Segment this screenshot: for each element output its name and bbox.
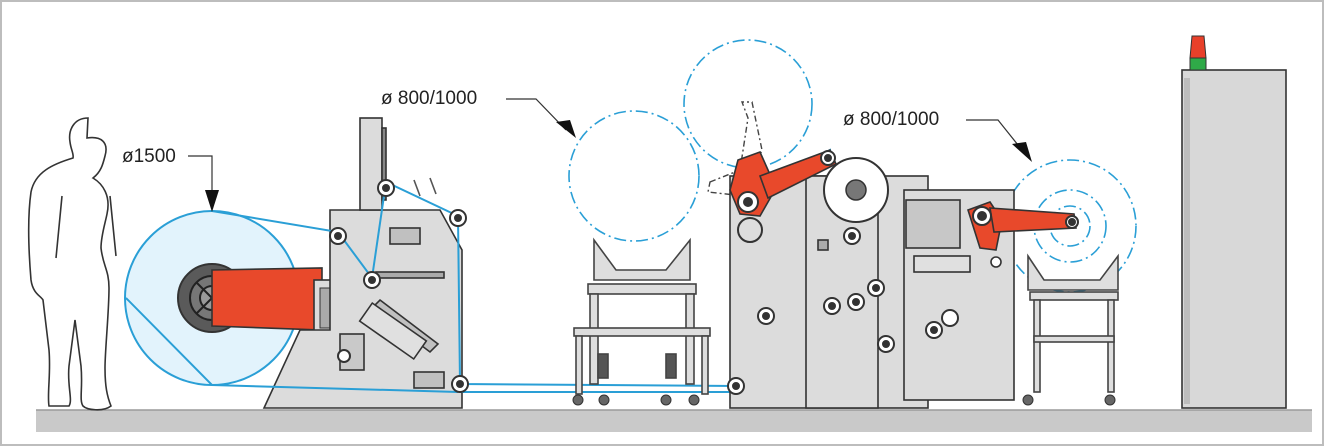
pneumatic-cylinder-unwind <box>358 301 428 361</box>
pneumatic-cylinder-rewind <box>913 255 971 273</box>
arm-pivots-middle <box>737 150 836 243</box>
rollers-unwind <box>329 179 469 393</box>
human-silhouette <box>27 117 117 411</box>
unwind-diameter-label: ø1500 <box>122 146 176 167</box>
dimension-arrows <box>205 120 1032 212</box>
right-table-wheels <box>1022 394 1116 406</box>
rewind-diameter-label-right: ø 800/1000 <box>843 109 940 130</box>
unwind-arm <box>211 267 323 331</box>
control-cabinet <box>1181 69 1287 409</box>
rewind-diameter-label-middle: ø 800/1000 <box>381 88 478 109</box>
middle-table-wheels <box>572 394 700 406</box>
arm-pivots-right <box>972 206 1079 229</box>
middle-cradle-table <box>573 237 711 395</box>
right-cradle-table <box>1027 253 1119 393</box>
rollers-main <box>727 227 959 395</box>
dimension-leaders <box>188 98 1023 196</box>
main-machine <box>729 175 1015 409</box>
floor <box>36 410 1312 432</box>
signal-tower-icon <box>1189 35 1207 71</box>
